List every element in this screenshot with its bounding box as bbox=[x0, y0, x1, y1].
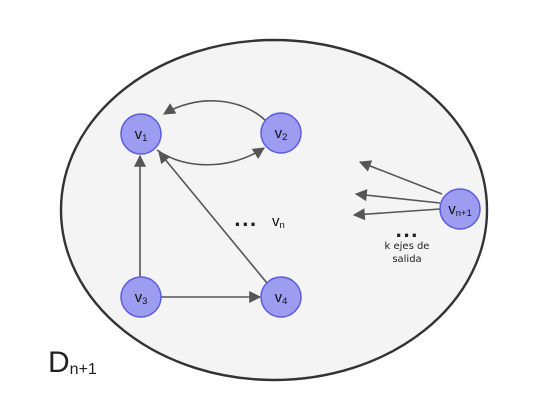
vn-label: vn bbox=[272, 213, 285, 231]
outgoing-caption-line2: salida bbox=[392, 254, 421, 265]
edge-v2-to-v1 bbox=[162, 100, 267, 122]
node-v1-label: v1 bbox=[135, 126, 148, 144]
vn-dots: ... bbox=[234, 210, 258, 231]
outgoing-dots: ... bbox=[395, 221, 419, 242]
node-v3-label: v3 bbox=[135, 289, 148, 307]
edge-vn1-outgoing-1 bbox=[358, 160, 443, 195]
node-v1: v1 bbox=[120, 113, 162, 155]
node-v4-label: v4 bbox=[275, 289, 288, 307]
outgoing-edges-caption: ... k ejes de salida bbox=[385, 221, 430, 265]
node-vn1-circle bbox=[439, 188, 481, 230]
node-v2: v2 bbox=[260, 112, 302, 154]
vn-ellipsis-label: ... vn bbox=[234, 210, 285, 231]
node-v3-circle bbox=[120, 276, 162, 318]
node-v2-circle bbox=[260, 112, 302, 154]
node-v4: v4 bbox=[260, 276, 302, 318]
set-label: Dn+1 bbox=[48, 346, 97, 379]
node-vn1: vn+1 bbox=[439, 188, 481, 230]
node-v3: v3 bbox=[120, 276, 162, 318]
node-v2-label: v2 bbox=[275, 125, 288, 143]
outgoing-caption-line1: k ejes de bbox=[385, 241, 430, 252]
node-vn1-label: vn+1 bbox=[448, 201, 472, 219]
node-v4-circle bbox=[260, 276, 302, 318]
edge-v4-to-v1 bbox=[158, 151, 268, 284]
edge-vn1-outgoing-3 bbox=[352, 208, 441, 221]
outer-set-ellipse bbox=[59, 38, 489, 382]
edge-vn1-outgoing-2 bbox=[354, 189, 441, 204]
node-v1-circle bbox=[120, 113, 162, 155]
